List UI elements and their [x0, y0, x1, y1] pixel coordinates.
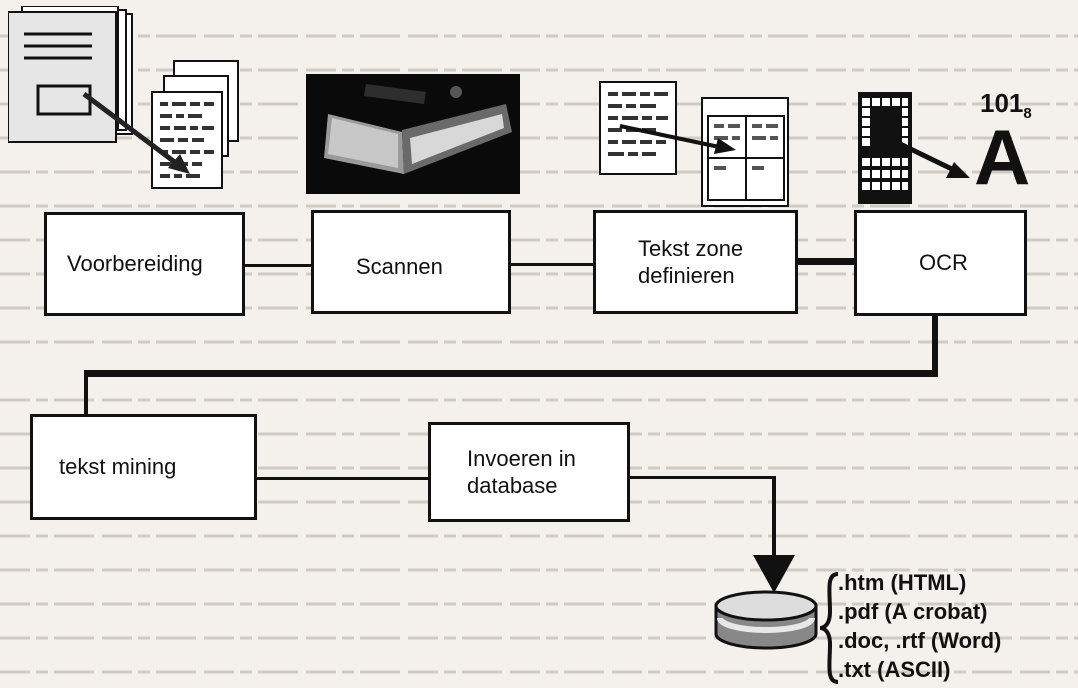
- connector-5: [628, 476, 776, 479]
- connector-2: [509, 263, 595, 266]
- document-stack-icon: [8, 6, 243, 196]
- step-voorbereiding: Voorbereiding: [44, 212, 245, 316]
- step-invoeren: Invoeren in database: [428, 422, 630, 522]
- connector-3: [796, 258, 856, 265]
- format-pdf: .pdf (A crobat): [838, 597, 1001, 626]
- database-icon: [712, 588, 820, 652]
- format-doc-rtf: .doc, .rtf (Word): [838, 626, 1001, 655]
- connector-db-down: [772, 476, 776, 562]
- step-invoeren-line1: Invoeren in: [467, 445, 576, 473]
- step-tekstmining-label: tekst mining: [59, 453, 176, 481]
- format-txt: .txt (ASCII): [838, 655, 1001, 684]
- step-scannen-label: Scannen: [356, 253, 443, 281]
- zone-definition-icon: [596, 80, 792, 210]
- step-ocr: OCR: [854, 210, 1027, 316]
- step-scannen: Scannen: [311, 210, 511, 314]
- connector-ocr-down: [932, 314, 938, 376]
- step-invoeren-line2: database: [467, 472, 576, 500]
- connector-4: [255, 477, 432, 480]
- step-tekstzone: Tekst zone definieren: [593, 210, 798, 314]
- output-formats-list: .htm (HTML) .pdf (A crobat) .doc, .rtf (…: [838, 568, 1001, 684]
- scanner-icon: [306, 74, 520, 194]
- connector-mining-up: [84, 370, 88, 416]
- step-tekstzone-line1: Tekst zone: [638, 235, 743, 263]
- step-tekstzone-line2: definieren: [638, 262, 743, 290]
- ocr-letter: A: [974, 118, 1030, 196]
- step-tekstmining: tekst mining: [30, 414, 257, 520]
- step-ocr-label: OCR: [919, 249, 968, 277]
- connector-1: [243, 264, 313, 267]
- step-voorbereiding-label: Voorbereiding: [67, 250, 203, 278]
- format-htm: .htm (HTML): [838, 568, 1001, 597]
- connector-return: [84, 370, 938, 377]
